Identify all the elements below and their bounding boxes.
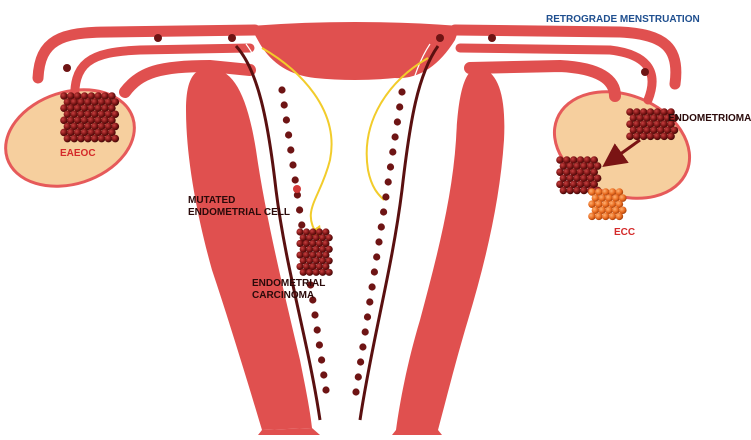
eaeoc-label: EAEOC <box>60 148 96 160</box>
tumor-cell <box>112 135 120 143</box>
canal-dot <box>359 343 366 350</box>
tumor-cell <box>77 135 85 143</box>
right-canal-dots <box>352 88 405 395</box>
tumor-cell <box>306 269 313 276</box>
right-lower-wall <box>392 430 442 435</box>
canal-dot <box>281 101 288 108</box>
canal-dot <box>392 133 399 140</box>
tumor-cell <box>654 133 662 141</box>
canal-dot <box>278 86 285 93</box>
tumor-cell <box>566 187 574 195</box>
canal-dot <box>375 238 382 245</box>
canal-dot <box>352 388 359 395</box>
tumor-cell <box>105 135 113 143</box>
tumor-cell <box>588 213 596 221</box>
eaeoc-tumor-cluster <box>60 92 119 142</box>
uterine-fundus <box>250 22 460 80</box>
tumor-cell <box>667 133 675 141</box>
canal-dot <box>287 146 294 153</box>
canal-dot <box>322 386 329 393</box>
canal-dot <box>357 358 364 365</box>
mutated-endometrial-cell <box>293 185 301 193</box>
tumor-cell <box>660 133 668 141</box>
mutated-endometrial-cell-label: MUTATED ENDOMETRIAL CELL <box>188 195 290 219</box>
tumor-cell <box>647 133 655 141</box>
mutated-label-line2: ENDOMETRIAL CELL <box>188 207 290 219</box>
canal-dot <box>311 311 318 318</box>
canal-dot <box>298 221 305 228</box>
tumor-cell <box>595 213 603 221</box>
tumor-cell <box>616 213 624 221</box>
canal-dot <box>389 148 396 155</box>
canal-dot <box>387 163 394 170</box>
ecc-label: ECC <box>614 227 635 239</box>
tumor-cell <box>319 269 326 276</box>
tumor-cell <box>313 269 320 276</box>
ecc-dark-cluster <box>556 156 601 194</box>
mutated-label-line1: MUTATED <box>188 195 290 207</box>
canal-dot <box>371 268 378 275</box>
canal-dot <box>283 116 290 123</box>
carcinoma-label-line1: ENDOMETRIAL <box>252 278 325 290</box>
canal-dot <box>382 193 389 200</box>
endometrial-carcinoma-label: ENDOMETRIAL CARCINOMA <box>252 278 325 302</box>
canal-dot <box>320 371 327 378</box>
canal-dot <box>314 326 321 333</box>
canal-dot <box>316 341 323 348</box>
tumor-cell <box>609 213 617 221</box>
endometrial-carcinoma-cluster <box>296 228 332 276</box>
tumor-cell <box>326 269 333 276</box>
canal-dot <box>385 178 392 185</box>
canal-dot <box>289 161 296 168</box>
tumor-cell <box>70 135 78 143</box>
canal-dot <box>396 103 403 110</box>
tumor-cell <box>573 187 581 195</box>
tumor-cell <box>626 133 634 141</box>
canal-dot <box>369 283 376 290</box>
tumor-cell <box>84 135 92 143</box>
tumor-cell <box>560 187 568 195</box>
canal-dot <box>296 206 303 213</box>
canal-dot <box>292 176 299 183</box>
canal-dot <box>364 313 371 320</box>
canal-dot <box>398 88 405 95</box>
canal-dot <box>285 131 292 138</box>
tumor-cell <box>91 135 99 143</box>
tumor-cell <box>640 133 648 141</box>
tumor-cell <box>633 133 641 141</box>
tumor-cell <box>580 187 588 195</box>
retrograde-menstruation-label: RETROGRADE MENSTRUATION <box>546 14 700 26</box>
ecc-tumor-cluster <box>588 188 626 220</box>
canal-dot <box>380 208 387 215</box>
carcinoma-label-line2: CARCINOMA <box>252 290 325 302</box>
canal-dot <box>373 253 380 260</box>
canal-dot <box>378 223 385 230</box>
endometrioma-label: ENDOMETRIOMA <box>668 113 751 125</box>
tumor-cell <box>602 213 610 221</box>
canal-dot <box>394 118 401 125</box>
left-uterine-wall <box>186 69 312 430</box>
canal-dot <box>355 373 362 380</box>
tumor-cell <box>300 269 307 276</box>
tumor-cell <box>98 135 106 143</box>
canal-dot <box>366 298 373 305</box>
canal-dot <box>362 328 369 335</box>
tumor-cell <box>64 135 72 143</box>
canal-dot <box>318 356 325 363</box>
